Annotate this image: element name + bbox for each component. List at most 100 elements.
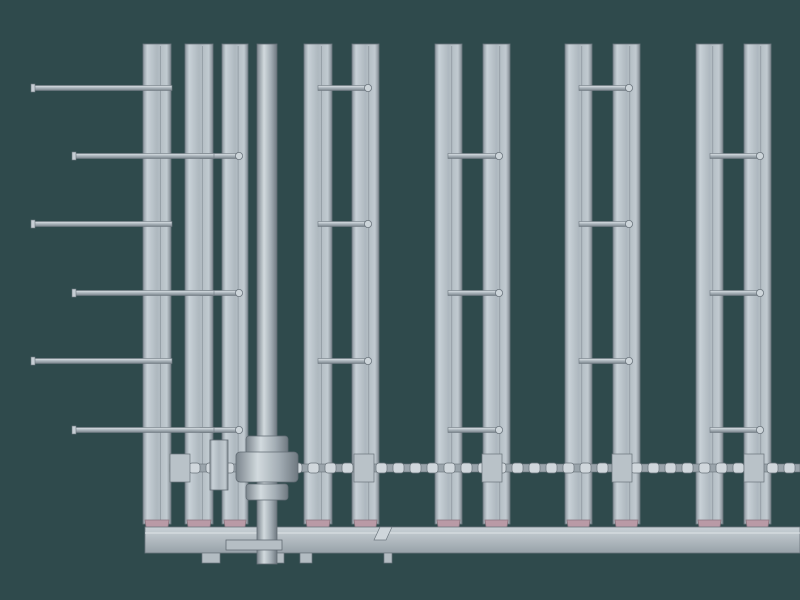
chain-bracket-5	[743, 453, 765, 483]
pin-b-2	[447, 425, 503, 434]
pin-bolt	[625, 84, 634, 93]
pin-rod	[447, 153, 497, 159]
post-11	[743, 43, 772, 541]
pin-e-0	[199, 151, 243, 160]
chain-link	[392, 462, 405, 474]
pin-rod	[578, 221, 627, 227]
post-10	[695, 43, 724, 541]
post-body	[434, 43, 463, 525]
pin-bolt	[756, 288, 765, 297]
pin-c-2	[578, 356, 634, 365]
pin-rod	[447, 290, 497, 296]
chain-link	[579, 462, 592, 474]
pin-rod	[578, 358, 627, 364]
pin-bolt	[756, 151, 765, 160]
long-rod-body	[33, 358, 173, 364]
chain-link	[647, 462, 660, 474]
pin-rod	[709, 427, 758, 433]
long-rod-tip	[71, 288, 77, 298]
shaft-side-block	[209, 439, 229, 491]
chain-link	[783, 462, 796, 474]
chain-bracket-0	[169, 453, 191, 483]
pin-bolt	[494, 425, 503, 434]
base-notch	[373, 526, 393, 541]
drive-shaft	[209, 43, 299, 565]
pin-bolt	[234, 425, 243, 434]
chain-bracket-2	[353, 453, 375, 483]
long-rod-body	[74, 427, 215, 433]
chain-bracket-4	[611, 453, 633, 483]
pin-d-1	[709, 288, 765, 297]
post-4	[303, 43, 333, 541]
long-rod-b-1	[71, 288, 215, 298]
pin-rod	[317, 221, 366, 227]
pin-rod	[317, 85, 366, 91]
pin-rod	[709, 290, 758, 296]
post-body	[184, 43, 214, 525]
chain-link	[681, 462, 694, 474]
long-rod-tip	[30, 83, 36, 93]
chain-link	[562, 462, 575, 474]
pin-bolt	[494, 151, 503, 160]
long-rod-body	[74, 153, 215, 159]
pin-b-0	[447, 151, 503, 160]
pin-rod	[447, 427, 497, 433]
shaft-coupling-lower	[245, 483, 289, 501]
post-body	[303, 43, 333, 525]
chain-link	[511, 462, 524, 474]
chain-link	[443, 462, 456, 474]
pin-bolt	[234, 151, 243, 160]
long-rod-tip	[30, 219, 36, 229]
chain-link	[664, 462, 677, 474]
long-rod-body	[74, 290, 215, 296]
chain-link	[630, 462, 643, 474]
pin-d-2	[709, 425, 765, 434]
long-rod-tip	[71, 151, 77, 161]
pin-bolt	[234, 288, 243, 297]
base-foot-0	[201, 552, 221, 564]
long-rod-tip	[71, 425, 77, 435]
pin-bolt	[494, 288, 503, 297]
shaft-coupling-upper	[245, 435, 289, 455]
post-body	[612, 43, 641, 525]
pin-bolt	[363, 219, 372, 228]
pin-rod	[317, 358, 366, 364]
base-foot-3	[383, 552, 393, 564]
chain-link	[375, 462, 388, 474]
shaft-body	[256, 43, 278, 565]
pin-bolt	[625, 219, 634, 228]
chain-link	[341, 462, 354, 474]
pin-bolt	[363, 356, 372, 365]
post-body	[351, 43, 380, 525]
post-body	[482, 43, 511, 525]
pin-a-0	[317, 84, 372, 93]
pin-rod	[578, 85, 627, 91]
chain-link	[766, 462, 779, 474]
chain-link	[698, 462, 711, 474]
chain-link	[545, 462, 558, 474]
chain-bracket-3	[481, 453, 503, 483]
chain-link	[460, 462, 473, 474]
chain-link	[715, 462, 728, 474]
post-body	[743, 43, 772, 525]
pin-bolt	[625, 356, 634, 365]
post-9	[612, 43, 641, 541]
long-rod-body	[33, 85, 173, 91]
long-rod-body	[33, 221, 173, 227]
shaft-coupling-middle	[235, 451, 299, 483]
long-rod-b-0	[71, 151, 215, 161]
pin-bolt	[756, 425, 765, 434]
pin-c-0	[578, 84, 634, 93]
pin-c-1	[578, 219, 634, 228]
post-body	[695, 43, 724, 525]
post-8	[564, 43, 593, 541]
post-body	[142, 43, 172, 525]
pin-rod	[709, 153, 758, 159]
pin-b-1	[447, 288, 503, 297]
long-rod-a-1	[30, 219, 173, 229]
post-body	[564, 43, 593, 525]
long-rod-b-2	[71, 425, 215, 435]
horizontal-rods	[30, 83, 765, 435]
